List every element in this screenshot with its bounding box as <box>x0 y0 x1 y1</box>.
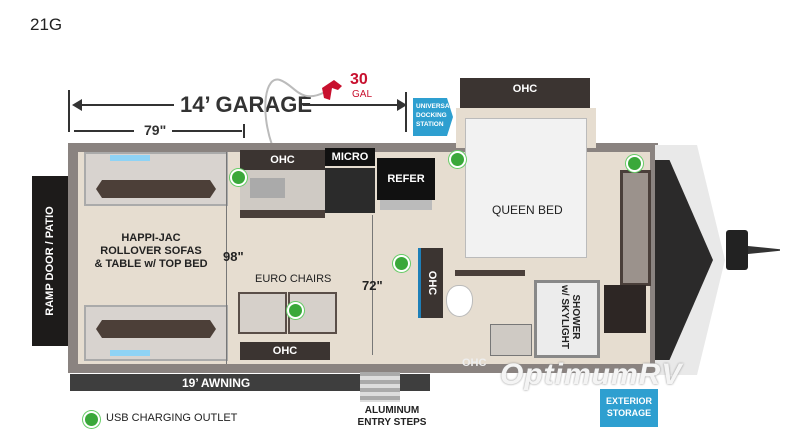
usb-outlet-icon <box>626 155 643 172</box>
sofas-label: HAPPI-JAC ROLLOVER SOFAS & TABLE w/ TOP … <box>86 232 216 271</box>
usb-outlet-icon <box>287 302 304 319</box>
sink-icon <box>250 178 285 198</box>
entry-steps-label-line: ENTRY STEPS <box>357 417 427 428</box>
overhead-cabinet-kitchen: OHC <box>240 150 325 170</box>
ohc-label: OHC <box>270 154 295 166</box>
shower-label: SHOWER w/ SKYLIGHT <box>559 277 581 357</box>
sofas-label-line: & TABLE w/ TOP BED <box>94 258 208 270</box>
sofa-cushion <box>96 320 216 338</box>
refrigerator: REFER <box>377 158 435 200</box>
overhead-cabinet-bedroom: OHC <box>460 78 590 108</box>
refer-base <box>380 200 432 210</box>
arrow-left-icon <box>72 99 82 111</box>
usb-outlet-icon <box>449 151 466 168</box>
exterior-storage-line: STORAGE <box>606 408 652 418</box>
sofa-cushion <box>96 180 216 198</box>
euro-chair <box>238 292 287 334</box>
legend-usb-label: USB CHARGING OUTLET <box>106 412 238 424</box>
garage-sub-length: 79" <box>144 122 167 138</box>
awning-label: 19’ AWNING <box>182 376 251 390</box>
shower <box>534 280 600 358</box>
bath-wall <box>455 270 525 276</box>
fuel-amount: 30 <box>350 71 368 88</box>
shower-label-line: w/ SKYLIGHT <box>559 285 570 349</box>
entry-steps-label-line: ALUMINUM <box>364 405 420 416</box>
dim-tick <box>68 90 70 132</box>
shower-label-line: SHOWER <box>570 294 581 340</box>
exterior-storage-line: EXTERIOR <box>605 396 652 406</box>
fuel-hose-icon <box>264 78 342 146</box>
ramp-door <box>32 176 68 346</box>
watermark: OptimumRV <box>500 358 683 391</box>
aisle-dim: 72" <box>362 278 383 293</box>
usb-outlet-icon <box>393 255 410 272</box>
usb-outlet-icon <box>230 169 247 186</box>
toilet-icon <box>446 285 473 317</box>
overhead-cabinet-living: OHC <box>240 342 330 360</box>
ohc-label: OHC <box>512 83 538 95</box>
nightstand-wardrobe <box>620 170 651 286</box>
range-icon <box>325 168 375 213</box>
entry-steps-label: ALUMINUM ENTRY STEPS <box>352 405 432 429</box>
ohc-bath-label: OHC <box>462 357 487 369</box>
sub-dim-line <box>74 130 134 132</box>
arrow-right-icon <box>397 99 407 111</box>
jack-icon <box>726 230 748 270</box>
garage-dim-line <box>303 104 399 106</box>
awning <box>70 374 430 391</box>
bath-sink <box>490 324 532 356</box>
sofas-label-line: ROLLOVER SOFAS <box>100 245 202 257</box>
ramp-door-label: RAMP DOOR / PATIO <box>44 206 56 316</box>
legend-usb-icon <box>83 411 100 428</box>
universal-docking-station-tag: UNIVERSAL DOCKING STATION <box>413 98 453 136</box>
micro-label: MICRO <box>331 151 369 163</box>
euro-chairs-label: EURO CHAIRS <box>255 273 332 285</box>
sofas-label-line: HAPPI-JAC <box>121 232 181 244</box>
wardrobe <box>604 285 646 333</box>
queen-bed <box>465 118 587 258</box>
dim-tick <box>243 124 245 138</box>
ohc-label: OHC <box>272 345 298 357</box>
entry-steps <box>360 372 400 402</box>
width-dim: 98" <box>223 249 244 264</box>
sub-dim-line <box>172 130 242 132</box>
room-divider <box>372 215 373 355</box>
garage-length: 14’ GARAGE <box>180 92 313 117</box>
garage-dim-line <box>74 104 174 106</box>
refer-label: REFER <box>387 173 425 185</box>
hitch-icon <box>748 246 780 254</box>
model-name: 21G <box>30 15 63 34</box>
fuel-unit: GAL <box>352 89 373 100</box>
dim-tick <box>405 92 407 132</box>
microwave: MICRO <box>325 148 375 166</box>
window <box>110 155 150 161</box>
window <box>110 350 150 356</box>
overhead-cabinet-bath: OHC <box>418 248 443 318</box>
exterior-storage-tag: EXTERIOR STORAGE <box>600 389 658 427</box>
garage-divider <box>226 152 227 364</box>
ohc-label: OHC <box>426 270 439 296</box>
queen-bed-label: QUEEN BED <box>492 203 563 217</box>
